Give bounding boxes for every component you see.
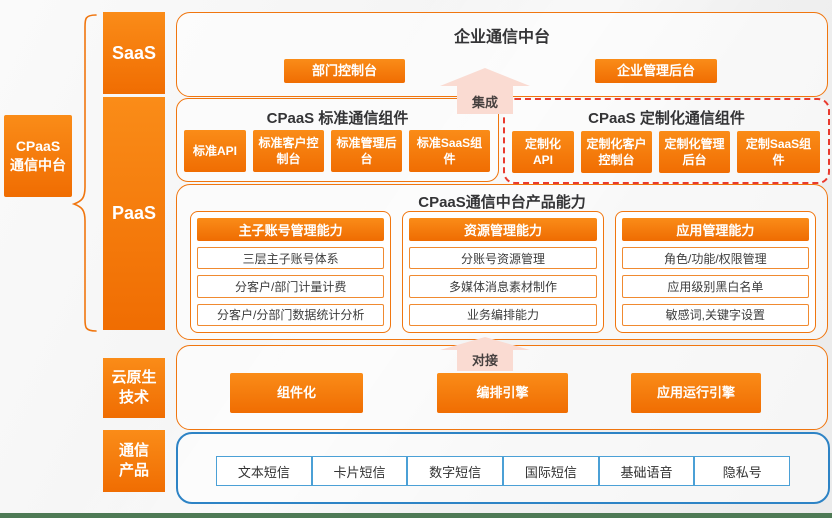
standard-customer-console-button: 标准客户控制台	[253, 130, 324, 172]
standard-components-panel: CPaaS 标准通信组件 标准API 标准客户控制台 标准管理后台 标准SaaS…	[176, 98, 499, 182]
standard-api-button: 标准API	[184, 130, 246, 172]
docking-arrow-label: 对接	[471, 353, 498, 368]
products-panel: 文本短信 卡片短信 数字短信 国际短信 基础语音 隐私号	[176, 432, 830, 504]
standard-components-title: CPaaS 标准通信组件	[266, 110, 409, 127]
capability-columns: 主子账号管理能力 三层主子账号体系 分客户/部门计量计费 分客户/分部门数据统计…	[190, 211, 816, 333]
product-item-text-sms: 文本短信	[216, 456, 312, 486]
cpaas-platform-label-line1: CPaaS	[15, 138, 61, 155]
capability-column-resources: 资源管理能力 分账号资源管理 多媒体消息素材制作 业务编排能力	[402, 211, 604, 333]
custom-customer-console-button: 定制化客户控制台	[581, 131, 652, 173]
product-item-card-sms: 卡片短信	[311, 456, 408, 486]
capability-item: 角色/功能/权限管理	[621, 247, 809, 270]
enterprise-admin-button: 企业管理后台	[595, 59, 717, 83]
layer-label-saas-text: SaaS	[111, 42, 157, 63]
product-item-international-sms: 国际短信	[503, 456, 599, 486]
capability-item: 业务编排能力	[409, 303, 597, 327]
footer-bar	[0, 513, 832, 518]
capability-item: 分客户/分部门数据统计分析	[197, 303, 385, 327]
capability-header-applications: 应用管理能力	[621, 218, 809, 242]
cpaas-platform-label: CPaaS 通信中台	[4, 115, 72, 197]
capabilities-panel: CPaaS通信中台产品能力 主子账号管理能力 三层主子账号体系 分客户/部门计量…	[176, 184, 828, 340]
enterprise-platform-title: 企业通信中台	[453, 29, 550, 46]
app-runtime-engine-button: 应用运行引擎	[631, 373, 761, 413]
docking-arrow: 对接	[440, 337, 530, 371]
layer-label-cloud-native-line2: 技术	[118, 389, 149, 406]
custom-components-row: 定制化API 定制化客户控制台 定制化管理后台 定制SaaS组件	[512, 131, 821, 173]
up-arrow-icon	[440, 68, 530, 114]
capability-header-accounts: 主子账号管理能力	[197, 218, 385, 242]
custom-components-title: CPaaS 定制化通信组件	[588, 110, 745, 127]
custom-admin-backend-button: 定制化管理后台	[659, 131, 730, 173]
layer-label-products-line1: 通信	[118, 441, 149, 459]
capability-item: 三层主子账号体系	[197, 247, 385, 270]
brace-icon	[72, 14, 97, 332]
layer-label-paas-text: PaaS	[111, 203, 157, 224]
integration-arrow-label: 集成	[471, 95, 498, 110]
product-item-basic-voice: 基础语音	[598, 456, 695, 486]
capabilities-title: CPaaS通信中台产品能力	[418, 194, 586, 211]
capability-item: 多媒体消息素材制作	[409, 275, 597, 298]
products-row: 文本短信 卡片短信 数字短信 国际短信 基础语音 隐私号	[216, 456, 791, 486]
integration-arrow: 集成	[440, 68, 530, 114]
capability-item: 分客户/部门计量计费	[197, 275, 385, 298]
componentization-button: 组件化	[230, 373, 363, 413]
layer-label-saas: SaaS	[103, 12, 165, 94]
standard-components-row: 标准API 标准客户控制台 标准管理后台 标准SaaS组件	[184, 130, 491, 172]
layer-label-products: 通信 产品	[103, 430, 165, 492]
product-item-privacy-number: 隐私号	[694, 456, 791, 486]
capability-header-resources: 资源管理能力	[409, 218, 597, 242]
custom-api-button: 定制化API	[512, 131, 574, 173]
layer-label-products-line2: 产品	[118, 462, 149, 479]
cpaas-platform-label-line2: 通信中台	[10, 157, 66, 173]
orchestration-engine-button: 编排引擎	[437, 373, 568, 413]
standard-saas-component-button: 标准SaaS组件	[409, 130, 490, 172]
custom-saas-component-button: 定制SaaS组件	[737, 131, 820, 173]
up-arrow-icon	[440, 337, 530, 371]
layer-label-paas: PaaS	[103, 97, 165, 330]
layer-label-cloud-native: 云原生 技术	[103, 358, 165, 418]
capability-item: 分账号资源管理	[409, 247, 597, 270]
capability-item: 敏感词,关键字设置	[621, 303, 809, 327]
capability-item: 应用级别黑白名单	[621, 275, 809, 298]
custom-components-panel: CPaaS 定制化通信组件 定制化API 定制化客户控制台 定制化管理后台 定制…	[503, 98, 830, 184]
capability-column-accounts: 主子账号管理能力 三层主子账号体系 分客户/部门计量计费 分客户/分部门数据统计…	[190, 211, 392, 333]
product-item-digital-sms: 数字短信	[407, 456, 504, 486]
enterprise-platform-panel: 企业通信中台 部门控制台 企业管理后台	[176, 12, 828, 97]
capability-column-applications: 应用管理能力 角色/功能/权限管理 应用级别黑白名单 敏感词,关键字设置	[614, 211, 816, 333]
standard-admin-backend-button: 标准管理后台	[331, 130, 402, 172]
dept-console-button: 部门控制台	[284, 59, 405, 83]
layer-label-cloud-native-line1: 云原生	[111, 368, 157, 386]
